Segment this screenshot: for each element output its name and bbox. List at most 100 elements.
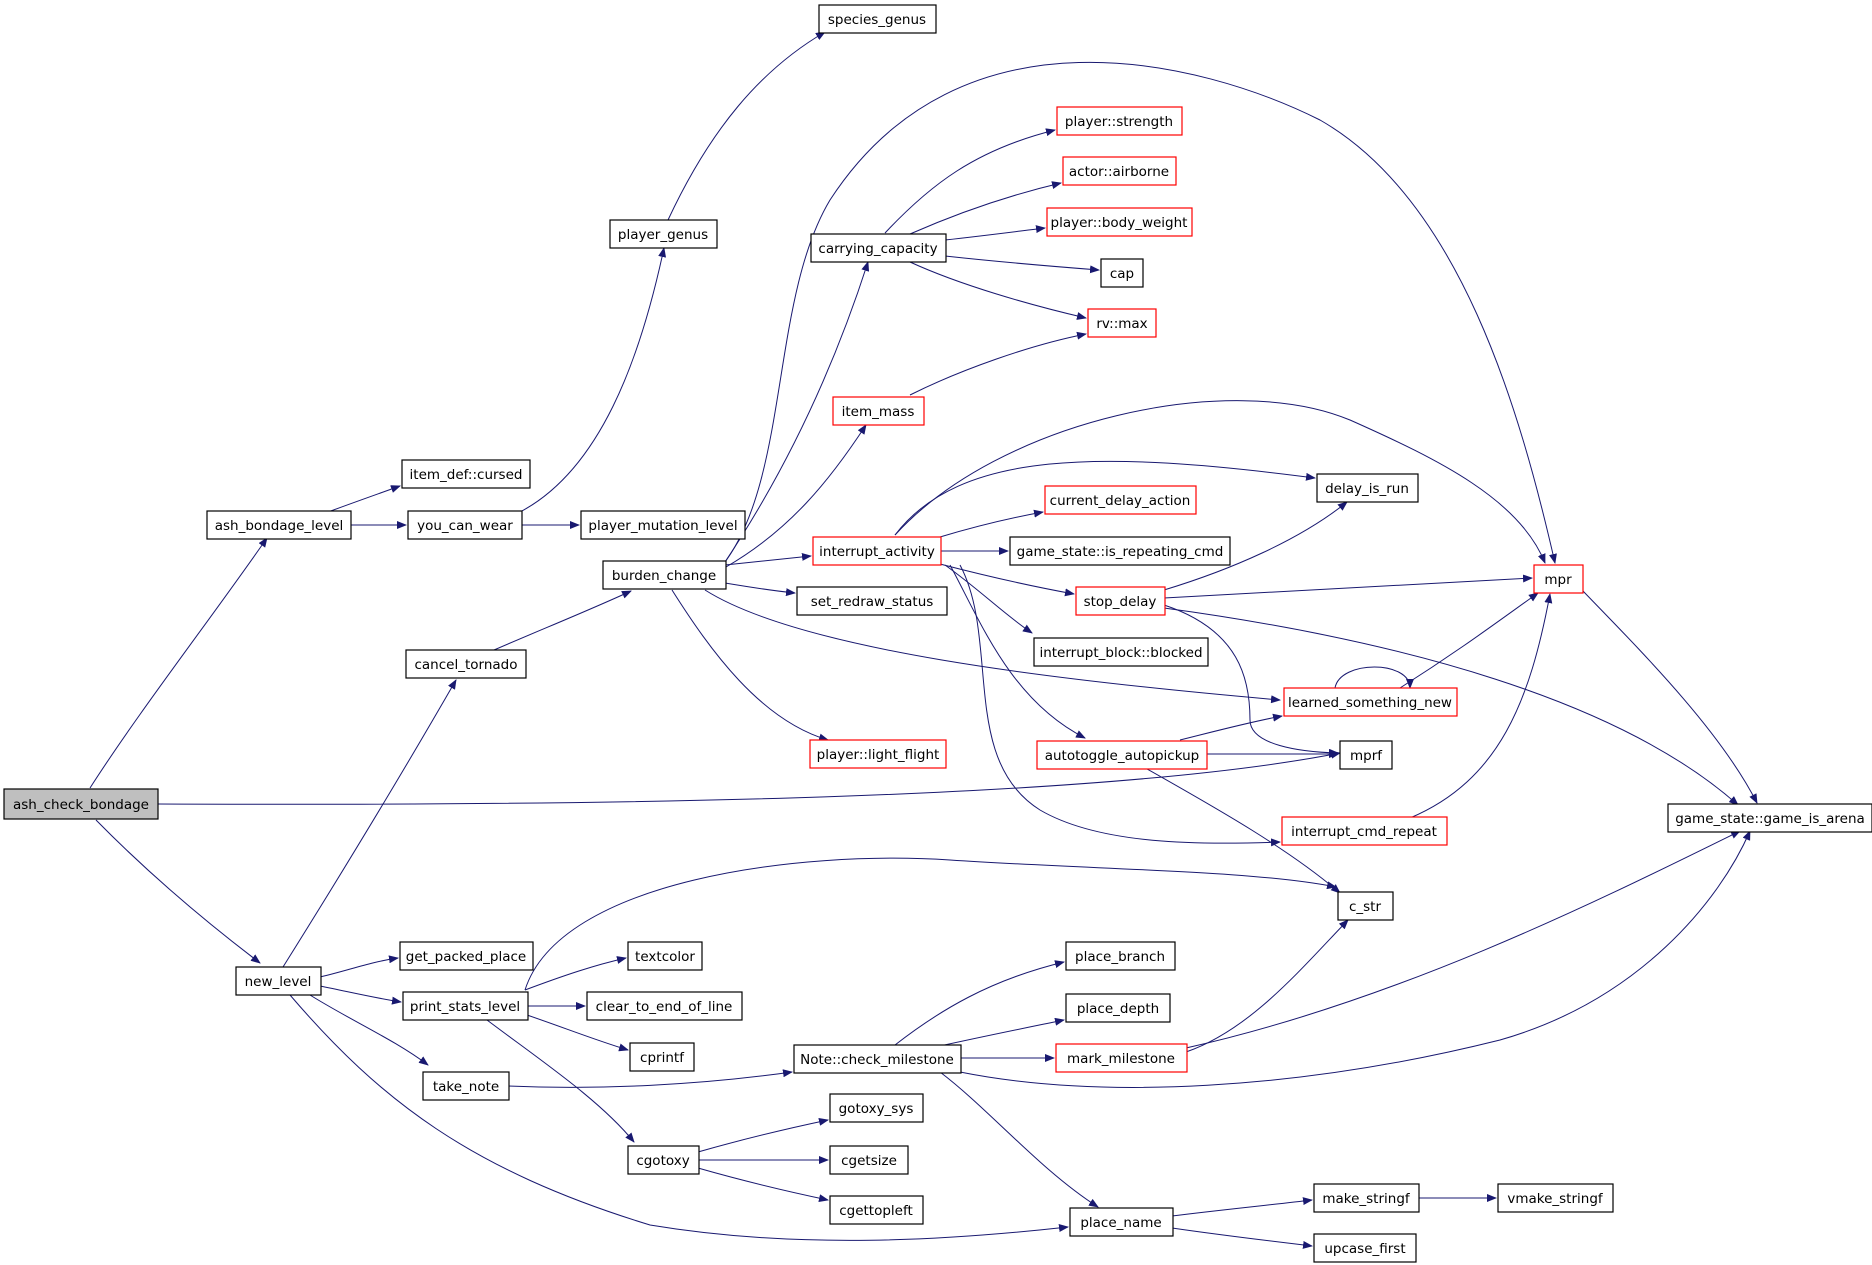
node-c-str[interactable]: c_str (1337, 891, 1394, 921)
edge-ash-bondage-to-cursed (327, 485, 401, 513)
node-label: rv::max (1096, 316, 1147, 332)
edge-check-milestone-to-arena (959, 830, 1751, 1088)
node-mark-milestone[interactable]: mark_milestone (1055, 1043, 1188, 1073)
node-actor-airborne[interactable]: actor::airborne (1062, 156, 1177, 186)
node-upcase-first[interactable]: upcase_first (1313, 1233, 1417, 1263)
node-cgetsize[interactable]: cgetsize (829, 1145, 909, 1175)
node-species-genus[interactable]: species_genus (818, 4, 937, 34)
node-label: new_level (245, 974, 312, 990)
node-cprintf[interactable]: cprintf (629, 1042, 695, 1072)
node-player-light-flight[interactable]: player::light_flight (809, 739, 947, 769)
node-take-note[interactable]: take_note (422, 1071, 510, 1101)
node-gotoxy-sys[interactable]: gotoxy_sys (829, 1093, 924, 1123)
node-rv-max[interactable]: rv::max (1087, 308, 1157, 338)
node-interrupt-block-blocked[interactable]: interrupt_block::blocked (1033, 637, 1209, 667)
node-label: interrupt_activity (819, 544, 935, 560)
node-ash-bondage-level[interactable]: ash_bondage_level (206, 510, 352, 540)
node-label: cgetsize (841, 1153, 897, 1169)
node-mprf[interactable]: mprf (1339, 740, 1393, 770)
node-item-def-cursed[interactable]: item_def::cursed (401, 459, 531, 489)
node-label: print_stats_level (410, 999, 520, 1015)
edge-mark-milestone-to-c-str (1185, 919, 1349, 1053)
node-clear-to-end-of-line[interactable]: clear_to_end_of_line (586, 991, 743, 1021)
node-label: place_name (1080, 1215, 1161, 1231)
node-player-genus[interactable]: player_genus (609, 219, 718, 249)
node-new-level[interactable]: new_level (235, 966, 322, 996)
edge-print-stats-to-cgotoxy (486, 1019, 635, 1143)
edge-new-level-to-print-stats (319, 985, 402, 1005)
node-cap[interactable]: cap (1100, 258, 1144, 288)
node-label: player::light_flight (817, 747, 940, 763)
edge-cgotoxy-to-cgettopleft (697, 1167, 829, 1203)
node-label: place_branch (1075, 949, 1165, 965)
node-player-body-weight[interactable]: player::body_weight (1046, 207, 1193, 237)
node-game-state-is-repeating-cmd[interactable]: game_state::is_repeating_cmd (1009, 536, 1231, 566)
edge-ash-check-to-mprf (156, 750, 1341, 805)
node-label: ash_bondage_level (215, 518, 344, 534)
node-label: place_depth (1077, 1001, 1159, 1017)
node-label: burden_change (612, 568, 716, 584)
nodes: ash_check_bondage ash_bondage_level item… (3, 4, 1872, 1263)
node-place-name[interactable]: place_name (1069, 1207, 1174, 1237)
node-current-delay-action[interactable]: current_delay_action (1044, 485, 1197, 515)
node-stop-delay[interactable]: stop_delay (1075, 586, 1166, 616)
edge-ash-check-to-new-level (95, 819, 261, 964)
edge-take-note-to-check-milestone (507, 1069, 793, 1088)
node-interrupt-activity[interactable]: interrupt_activity (812, 536, 942, 566)
node-set-redraw-status[interactable]: set_redraw_status (796, 586, 948, 616)
node-game-state-game-is-arena[interactable]: game_state::game_is_arena (1667, 803, 1872, 833)
node-burden-change[interactable]: burden_change (602, 560, 727, 590)
node-item-mass[interactable]: item_mass (832, 396, 925, 426)
node-place-depth[interactable]: place_depth (1065, 993, 1171, 1023)
edge-new-level-to-cancel-tornado (282, 679, 457, 968)
node-learned-something-new[interactable]: learned_something_new (1283, 687, 1458, 717)
node-cancel-tornado[interactable]: cancel_tornado (405, 649, 527, 679)
edge-interrupt-to-current-delay (939, 509, 1044, 538)
node-label: player_genus (618, 227, 708, 243)
edge-stop-delay-to-mprf (1163, 604, 1339, 757)
node-label: upcase_first (1324, 1241, 1405, 1257)
node-you-can-wear[interactable]: you_can_wear (407, 510, 523, 540)
node-mpr[interactable]: mpr (1533, 564, 1584, 594)
node-label: clear_to_end_of_line (596, 999, 733, 1015)
edge-interrupt-to-blocked (944, 564, 1033, 634)
node-label: learned_something_new (1288, 695, 1452, 711)
edge-burden-change-to-mpr (721, 61, 1557, 567)
node-label: cgettopleft (839, 1203, 913, 1219)
node-label: species_genus (828, 12, 926, 28)
edge-learned-self-loop (1334, 666, 1414, 689)
edge-carrying-to-strength (884, 128, 1056, 234)
node-cgettopleft[interactable]: cgettopleft (829, 1195, 924, 1225)
node-delay-is-run[interactable]: delay_is_run (1316, 473, 1419, 503)
node-vmake-stringf[interactable]: vmake_stringf (1497, 1183, 1614, 1213)
edge-interrupt-to-stop-delay (939, 563, 1075, 597)
node-player-strength[interactable]: player::strength (1056, 106, 1183, 136)
node-ash-check-bondage[interactable]: ash_check_bondage (3, 788, 159, 820)
node-print-stats-level[interactable]: print_stats_level (402, 991, 529, 1021)
node-player-mutation-level[interactable]: player_mutation_level (580, 510, 746, 540)
edge-new-level-to-take-note (309, 994, 429, 1066)
edge-new-level-to-packed-place (319, 955, 399, 978)
node-label: set_redraw_status (811, 594, 934, 610)
node-carrying-capacity[interactable]: carrying_capacity (810, 233, 947, 263)
edge-burden-change-to-item-mass (725, 424, 867, 568)
node-label: gotoxy_sys (839, 1101, 914, 1117)
edge-you-can-wear-to-player-genus (519, 247, 667, 513)
node-get-packed-place[interactable]: get_packed_place (399, 941, 534, 971)
node-label: textcolor (635, 949, 695, 965)
node-place-branch[interactable]: place_branch (1065, 941, 1176, 971)
node-interrupt-cmd-repeat[interactable]: interrupt_cmd_repeat (1281, 816, 1448, 846)
node-label: carrying_capacity (818, 241, 937, 257)
node-textcolor[interactable]: textcolor (627, 941, 703, 971)
edge-cmd-repeat-to-mpr (1409, 593, 1553, 819)
node-label: autotoggle_autopickup (1045, 748, 1200, 764)
node-label: player_mutation_level (588, 518, 737, 534)
edge-cgotoxy-to-gotoxy-sys (697, 1117, 829, 1153)
node-label: item_mass (842, 404, 915, 420)
node-label: player::body_weight (1051, 215, 1188, 231)
node-note-check-milestone[interactable]: Note::check_milestone (793, 1044, 962, 1074)
node-cgotoxy[interactable]: cgotoxy (627, 1145, 700, 1175)
node-autotoggle-autopickup[interactable]: autotoggle_autopickup (1036, 740, 1208, 770)
node-label: ash_check_bondage (13, 797, 149, 813)
node-make-stringf[interactable]: make_stringf (1313, 1183, 1420, 1213)
